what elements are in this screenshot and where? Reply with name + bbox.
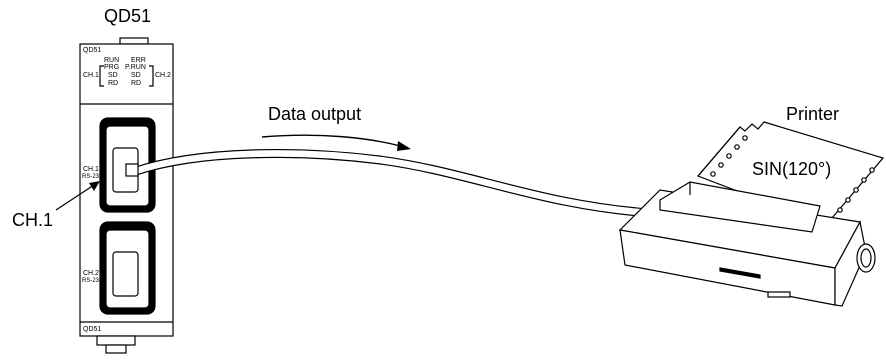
printer-label: Printer (786, 104, 840, 124)
channel-callout-label: CH.1 (12, 210, 54, 230)
led-rd-ch1: RD (108, 80, 119, 87)
qd51-module (79, 37, 174, 354)
led-run: RUN (104, 57, 120, 64)
led-ch2-tag: CH.2 (155, 72, 171, 79)
port1-name: CH.1 (83, 166, 99, 173)
led-sd-ch1: SD (108, 72, 118, 79)
port1-type: RS-232 (82, 174, 103, 180)
led-prun: P.RUN (125, 64, 146, 71)
module-bottom-label: QD51 (83, 326, 102, 333)
led-prg: PRG (104, 64, 120, 71)
module-top-label: QD51 (83, 47, 102, 54)
cable-plug (125, 163, 139, 177)
printout-text: SIN(120°) (752, 159, 832, 179)
led-rd-ch2: RD (131, 80, 142, 87)
data-output-label: Data output (268, 104, 362, 124)
module-title: QD51 (104, 6, 152, 26)
serial-cable (131, 149, 655, 218)
ch1-callout-arrow (55, 181, 100, 211)
led-sd-ch2: SD (131, 72, 141, 79)
led-ch1-tag: CH.1 (83, 72, 99, 79)
led-err: ERR (131, 57, 146, 64)
printer-illustration (618, 121, 885, 307)
port2-type: RS-232 (82, 278, 103, 284)
port2-name: CH.2 (83, 270, 99, 277)
data-output-arrow (261, 134, 411, 151)
